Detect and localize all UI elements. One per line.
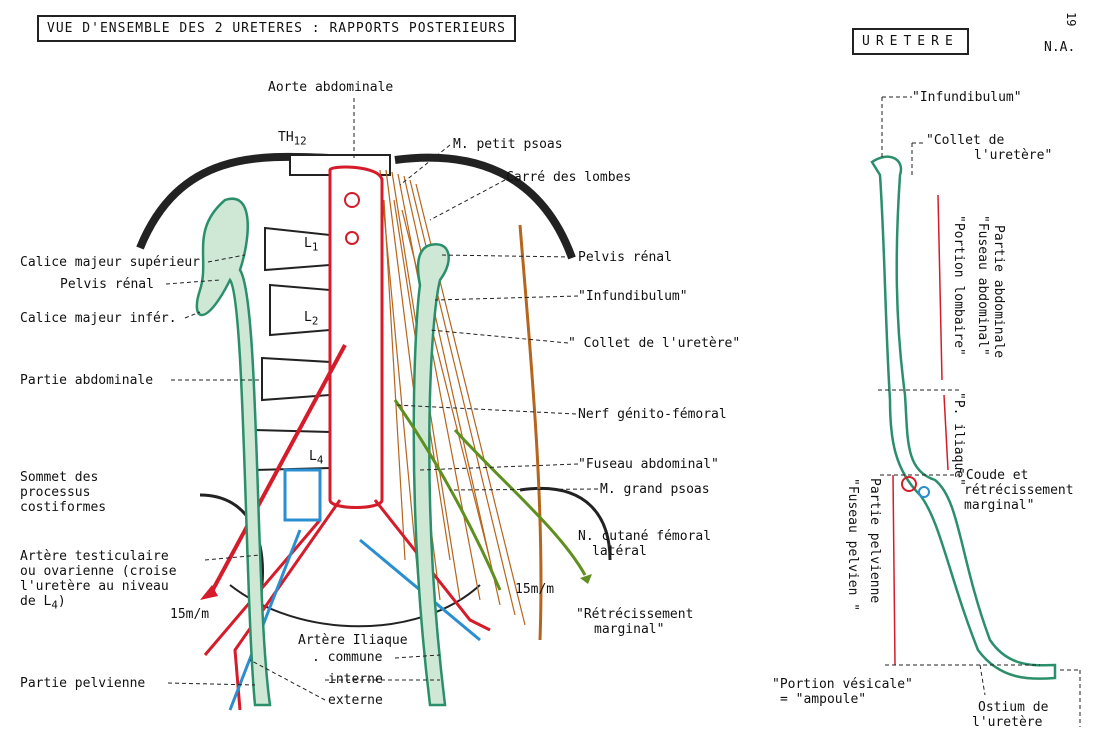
cutaneous-femoral-nerve (455, 430, 585, 575)
label-partie-pelvienne-right: Partie pelvienne (867, 478, 882, 603)
label-fuseau-pelvien: "Fuseau pelvien " (845, 478, 860, 611)
label-carre-lombes: Carré des lombes (506, 170, 631, 185)
ostium-line-2: l'uretère (972, 715, 1048, 730)
label-l4: L4 (309, 449, 323, 468)
label-n-cutane: N. cutané fémoral latéral (578, 529, 711, 559)
coude-line-1: "Coude et (958, 468, 1074, 483)
label-pelvis-renal-right: Pelvis rénal (578, 250, 672, 265)
label-calice-inf: Calice majeur infér. (20, 311, 177, 326)
carre-des-lombes (520, 225, 541, 640)
label-fuseau-abdominal-right: "Fuseau abdominal" (975, 215, 990, 356)
artere-testi-end: ) (58, 594, 66, 609)
label-l2-main: L (304, 310, 312, 325)
ostium-line-1: Ostium de (972, 700, 1048, 715)
portion-vesicale-line-1: "Portion vésicale" (772, 677, 913, 692)
label-collet-left: " Collet de l'uretère" (568, 336, 740, 351)
sommet-line-2: processus (20, 485, 106, 500)
portion-vesicale-line-2: = "ampoule" (772, 692, 913, 707)
lumbar-vertebrae (255, 228, 330, 470)
label-portion-vesicale: "Portion vésicale" = "ampoule" (772, 677, 913, 707)
label-l4-sub: 4 (317, 454, 324, 467)
sommet-line-3: costiformes (20, 500, 106, 515)
label-nerf-genito-femoral: Nerf génito-fémoral (578, 407, 727, 422)
label-infundibulum-left: "Infundibulum" (578, 289, 688, 304)
label-15mm-left: 15m/m (170, 607, 209, 622)
label-iliaque-externe: externe (328, 693, 383, 708)
retrec-line-1: "Rétrécissement (576, 607, 693, 622)
label-iliaque-commune: . commune (312, 650, 382, 665)
retrec-line-2: marginal" (576, 622, 693, 637)
label-ostium: Ostium de l'uretère (972, 700, 1048, 730)
sommet-line-1: Sommet des (20, 470, 106, 485)
collet-right-line-2: l'uretère" (926, 148, 1052, 163)
label-l1-main: L (304, 236, 312, 251)
vena-cava (285, 470, 320, 520)
n-cutane-line-2: latéral (578, 544, 711, 559)
label-iliaque-interne: interne (328, 672, 383, 687)
collet-right-line-1: "Collet de (926, 133, 1052, 148)
label-pelvis-renal-left: Pelvis rénal (60, 277, 154, 292)
coude-line-3: marginal" (958, 498, 1074, 513)
label-l1: L1 (304, 236, 318, 255)
label-th12: TH12 (278, 130, 307, 149)
artere-testi-line-2: ou ovarienne (croise (20, 564, 177, 579)
artere-testi-line-4: de L4) (20, 594, 177, 613)
label-artere-testiculaire: Artère testiculaire ou ovarienne (croise… (20, 549, 177, 613)
label-partie-abdominale: Partie abdominale (20, 373, 153, 388)
label-coude: "Coude et rétrécissement marginal" (958, 468, 1074, 513)
psoas-muscle (380, 170, 525, 625)
label-th12-sub: 12 (294, 135, 307, 148)
label-collet-right: "Collet de l'uretère" (926, 133, 1052, 163)
n-cutane-line-1: N. cutané fémoral (578, 529, 711, 544)
label-15mm-right: 15m/m (515, 582, 554, 597)
label-retrecissement: "Rétrécissement marginal" (576, 607, 693, 637)
label-fuseau-abdominal-left: "Fuseau abdominal" (578, 457, 719, 472)
label-l1-sub: 1 (312, 241, 319, 254)
aorta (330, 167, 382, 507)
label-grand-psoas: M. grand psoas (600, 482, 710, 497)
label-petit-psoas: M. petit psoas (453, 137, 563, 152)
label-l4-main: L (309, 449, 317, 464)
label-calice-sup: Calice majeur supérieur (20, 255, 200, 270)
coude-line-2: rétrécissement (958, 483, 1074, 498)
label-infundibulum-right: "Infundibulum" (912, 90, 1022, 105)
label-th12-main: TH (278, 130, 294, 145)
label-partie-pelvienne: Partie pelvienne (20, 676, 145, 691)
label-artere-iliaque: Artère Iliaque (298, 633, 408, 648)
label-l2-sub: 2 (312, 315, 319, 328)
label-partie-abdominale-right: Partie abdominale (991, 225, 1006, 358)
label-l2: L2 (304, 310, 318, 329)
artere-testi-line-1: Artère testiculaire (20, 549, 177, 564)
label-portion-lombaire: "Portion lombaire" (951, 215, 966, 356)
artere-testi-line-3: l'uretère au niveau (20, 579, 177, 594)
artere-testi-line-4-main: de L (20, 594, 51, 609)
label-aorte-abdominale: Aorte abdominale (268, 80, 393, 95)
label-sommet: Sommet des processus costiformes (20, 470, 106, 515)
